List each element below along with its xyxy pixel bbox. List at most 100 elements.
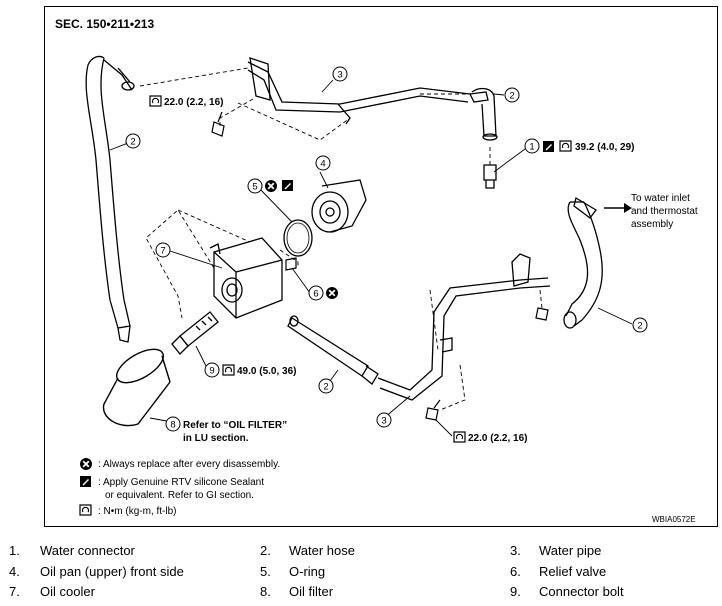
direction-arrow-head bbox=[624, 203, 632, 213]
svg-text:: Always replace after every d: : Always replace after every disassembly… bbox=[98, 459, 280, 470]
callout-7: 7 bbox=[155, 242, 171, 258]
symbol-key: : Always replace after every disassembly… bbox=[79, 457, 280, 517]
svg-text:: N•m (kg-m, ft-lb): : N•m (kg-m, ft-lb) bbox=[98, 506, 177, 517]
svg-text:22.0 (2.2, 16): 22.0 (2.2, 16) bbox=[164, 97, 223, 108]
svg-text:8: 8 bbox=[170, 420, 175, 431]
legend-num: 3. bbox=[510, 543, 521, 558]
svg-text:6: 6 bbox=[313, 289, 318, 300]
relief-valve bbox=[285, 257, 297, 271]
oil-filter-ref-line1: Refer to “OIL FILTER” bbox=[183, 420, 287, 431]
bolt-right bbox=[535, 307, 549, 321]
torque-spec-connector-bolt: 49.0 (5.0, 36) bbox=[222, 364, 296, 377]
figure-code: WBIA0572E bbox=[652, 515, 696, 524]
legend-num: 7. bbox=[9, 584, 20, 599]
water-pipe-upper bbox=[247, 57, 471, 125]
legend-row-2: 4. Oil pan (upper) front side 5. O-ring … bbox=[0, 564, 722, 582]
replace-icon bbox=[264, 179, 278, 193]
callout-3-upper: 3 bbox=[332, 66, 348, 82]
legend-item-o-ring: O-ring bbox=[289, 564, 326, 579]
legend-item-water-pipe: Water pipe bbox=[539, 543, 602, 558]
diagram-frame bbox=[44, 6, 718, 527]
torque-icon bbox=[79, 504, 92, 516]
legend-num: 2. bbox=[260, 543, 271, 558]
water-inlet-note-line2: and thermostat bbox=[631, 206, 698, 217]
water-connector bbox=[483, 164, 497, 189]
svg-text:22.0 (2.2, 16): 22.0 (2.2, 16) bbox=[468, 433, 527, 444]
legend-num: 6. bbox=[510, 564, 521, 579]
svg-text:2: 2 bbox=[509, 91, 514, 102]
bolt-upper-left bbox=[211, 111, 225, 137]
svg-text:49.0 (5.0, 36): 49.0 (5.0, 36) bbox=[237, 366, 296, 377]
svg-text:or equivalent. Refer to GI sec: or equivalent. Refer to GI section. bbox=[105, 490, 254, 501]
water-hose-left bbox=[85, 55, 135, 343]
callout-leaders bbox=[109, 79, 633, 437]
oil-filter bbox=[102, 348, 171, 427]
o-ring-inner bbox=[286, 222, 310, 254]
callout-1: 1 bbox=[524, 138, 540, 154]
oil-pan-front-side bbox=[311, 179, 367, 233]
torque-spec-water-connector: 39.2 (4.0, 29) bbox=[543, 140, 634, 153]
water-inlet-note-line3: assembly bbox=[631, 219, 673, 230]
legend-num: 9. bbox=[510, 584, 521, 599]
legend-num: 1. bbox=[9, 543, 20, 558]
water-pipe-lower bbox=[377, 253, 551, 401]
water-hose-right bbox=[563, 196, 603, 329]
legend-item-water-hose: Water hose bbox=[289, 543, 355, 558]
assembly-guide-lines bbox=[139, 67, 543, 411]
replace-icon bbox=[325, 286, 339, 300]
callout-9: 9 bbox=[204, 362, 220, 378]
callout-3-lower: 3 bbox=[376, 412, 392, 428]
callout-2-right: 2 bbox=[632, 317, 648, 333]
callout-5: 5 bbox=[247, 178, 263, 194]
callout-2-upper-right: 2 bbox=[504, 87, 520, 103]
torque-icon bbox=[453, 431, 466, 443]
bolt-lower-middle bbox=[425, 399, 441, 421]
water-hose-lower-middle bbox=[287, 315, 379, 385]
water-hose-upper-right bbox=[469, 87, 498, 141]
svg-text:2: 2 bbox=[323, 382, 328, 393]
svg-text:7: 7 bbox=[160, 246, 165, 257]
legend-item-oil-filter: Oil filter bbox=[289, 584, 334, 599]
sealant-icon bbox=[80, 476, 91, 487]
svg-text:5: 5 bbox=[252, 182, 257, 193]
svg-text:4: 4 bbox=[320, 159, 325, 170]
legend-item-connector-bolt: Connector bolt bbox=[539, 584, 624, 599]
torque-icon bbox=[149, 95, 162, 107]
svg-text:2: 2 bbox=[637, 321, 642, 332]
callout-8: 8 bbox=[165, 416, 181, 432]
oil-filter-ref-line2: in LU section. bbox=[183, 433, 249, 444]
torque-icon bbox=[559, 140, 572, 152]
legend-item-water-connector: Water connector bbox=[40, 543, 135, 558]
callout-4: 4 bbox=[315, 155, 331, 171]
svg-text:3: 3 bbox=[337, 70, 342, 81]
svg-text:: Apply Genuine RTV silicone S: : Apply Genuine RTV silicone Sealant bbox=[98, 477, 264, 488]
svg-text:9: 9 bbox=[209, 366, 214, 377]
legend-item-oil-cooler: Oil cooler bbox=[40, 584, 95, 599]
torque-spec-lower: 22.0 (2.2, 16) bbox=[453, 431, 527, 444]
svg-text:3: 3 bbox=[381, 416, 386, 427]
exploded-view-diagram: SEC. 150•211•213 bbox=[55, 17, 698, 524]
replace-icon bbox=[79, 457, 93, 471]
connector-bolt bbox=[171, 311, 219, 355]
sealant-icon bbox=[543, 141, 554, 152]
oil-cooler bbox=[209, 237, 283, 319]
legend-row-3: 7. Oil cooler 8. Oil filter 9. Connector… bbox=[0, 584, 722, 602]
svg-text:1: 1 bbox=[529, 142, 534, 153]
legend-num: 4. bbox=[9, 564, 20, 579]
svg-text:39.2 (4.0, 29): 39.2 (4.0, 29) bbox=[575, 142, 634, 153]
sealant-icon bbox=[282, 180, 293, 191]
legend-item-oil-pan: Oil pan (upper) front side bbox=[40, 564, 184, 579]
o-ring bbox=[283, 219, 313, 257]
svg-text:2: 2 bbox=[130, 137, 135, 148]
section-title: SEC. 150•211•213 bbox=[55, 17, 154, 31]
legend-num: 5. bbox=[260, 564, 271, 579]
callout-2-left: 2 bbox=[125, 133, 141, 149]
legend-num: 8. bbox=[260, 584, 271, 599]
callout-6: 6 bbox=[308, 285, 324, 301]
callout-2-lower: 2 bbox=[318, 378, 334, 394]
legend-item-relief-valve: Relief valve bbox=[539, 564, 607, 579]
legend-row-1: 1. Water connector 2. Water hose 3. Wate… bbox=[0, 543, 722, 561]
water-inlet-note-line1: To water inlet bbox=[631, 193, 690, 204]
torque-icon bbox=[222, 364, 235, 376]
torque-spec-upper-left: 22.0 (2.2, 16) bbox=[149, 95, 223, 108]
